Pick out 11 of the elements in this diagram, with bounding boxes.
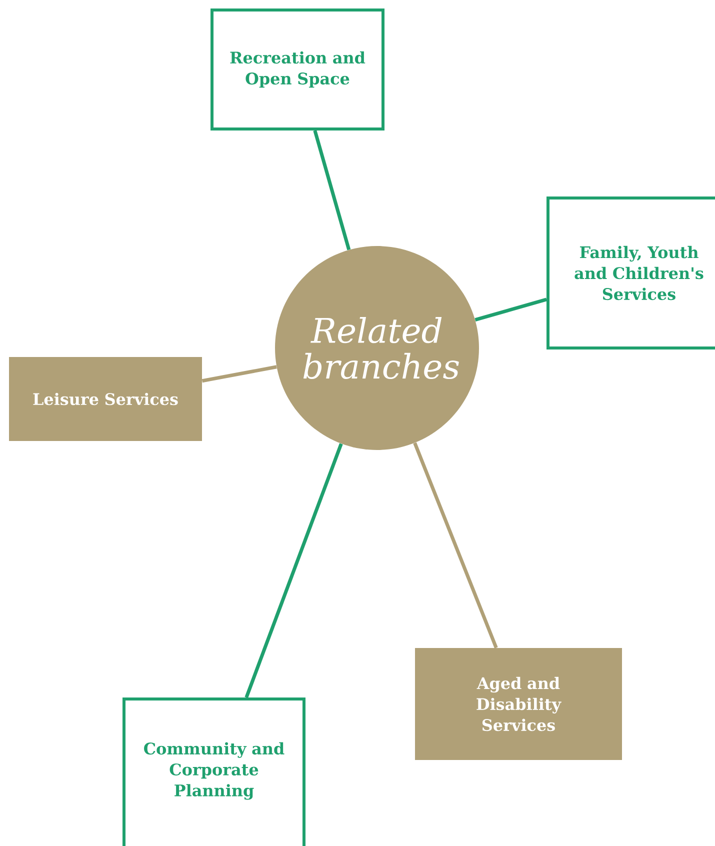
connector-line bbox=[313, 130, 351, 250]
connector-line bbox=[244, 443, 343, 698]
branch-box: Leisure Services bbox=[9, 357, 202, 441]
connector-line bbox=[202, 365, 277, 383]
circle-node: Related branches bbox=[275, 246, 479, 450]
branch-box: Community and Corporate Planning bbox=[122, 698, 306, 846]
branch-box: Family, Youth and Children's Services bbox=[546, 196, 715, 350]
connector-line bbox=[413, 442, 498, 648]
branch-box: Recreation and Open Space bbox=[210, 8, 384, 130]
branch-box: Aged and Disability Services bbox=[415, 648, 622, 760]
connector-line bbox=[474, 298, 547, 322]
